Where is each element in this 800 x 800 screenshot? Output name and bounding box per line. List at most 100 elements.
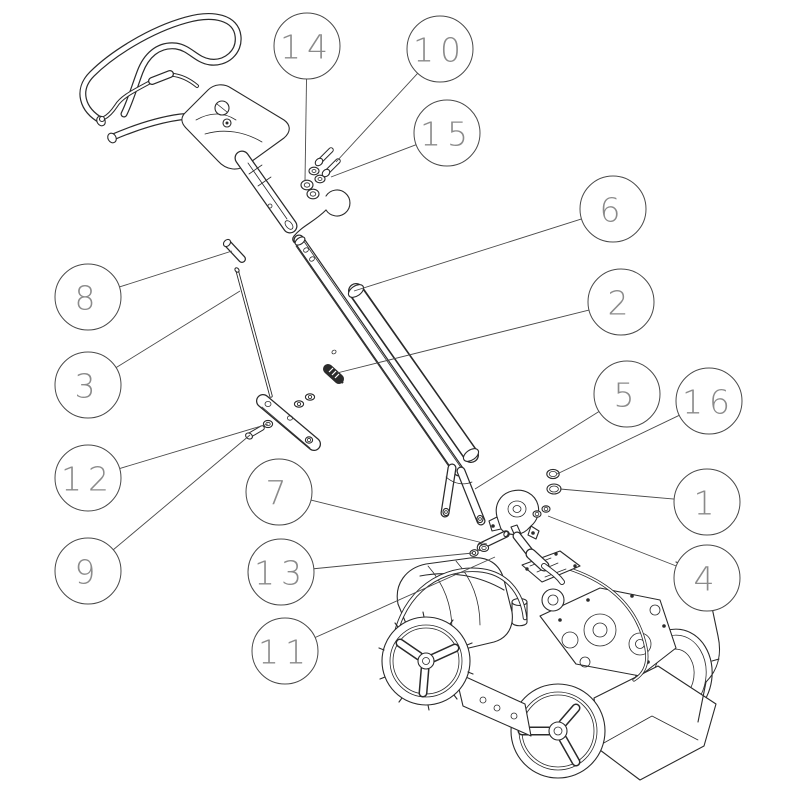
spring-coil-1: [328, 367, 334, 373]
left-wheel-spokes-inner: [397, 640, 458, 696]
o-ring-lower: [546, 483, 562, 495]
rear-wheel-hub: [548, 721, 568, 741]
flat-washer-2-hole: [309, 191, 317, 197]
console-down-tube-inner: [242, 158, 290, 226]
handle-tubes: [294, 235, 483, 522]
balloon-number-5: 5: [614, 376, 641, 415]
leader-line-5: [474, 411, 600, 490]
balloon-number-15: 15: [420, 115, 474, 154]
callout-13: 13: [247, 538, 474, 606]
leader-line-11: [314, 556, 496, 638]
screw-1-head: [314, 157, 324, 167]
leader-line-3: [115, 290, 241, 369]
engine-plate: [539, 587, 677, 677]
drum-seam-1: [427, 565, 453, 631]
upper-handle-tube-inner: [356, 291, 471, 455]
spacer-washer-2-hole: [543, 506, 549, 512]
pivot-housing-bore: [507, 500, 527, 518]
channel-bar-seam-1: [295, 245, 455, 475]
down-tube-seam: [247, 162, 288, 220]
skirt-bolt-3: [510, 712, 518, 720]
callout-6: 6: [353, 175, 647, 292]
channel-hole-2: [309, 256, 315, 262]
fork-hole-left-inner: [444, 510, 448, 514]
bracket-hole-1: [264, 400, 272, 407]
left-wheel-tread-lugs: [378, 611, 474, 711]
balloon-number-12: 12: [61, 460, 115, 499]
balloon-number-4: 4: [694, 560, 721, 599]
hex-nut-1-hole: [311, 169, 317, 173]
leader-line-10: [335, 72, 418, 163]
balloon-14: [273, 12, 341, 80]
engine-pulley-outer: [583, 613, 617, 647]
spring-coil-3: [334, 373, 340, 379]
mower-body: [378, 550, 721, 781]
callout-5: 5: [474, 360, 661, 490]
fork-hole-right-inner: [478, 517, 482, 521]
pivot-flange-bolt-1: [491, 524, 495, 528]
balloon-number-6: 6: [600, 191, 627, 230]
upper-fastener-cluster: [292, 150, 351, 244]
engine-bolt-4: [662, 624, 666, 628]
hex-nut-2: [314, 174, 326, 184]
callout-8: 8: [54, 250, 233, 331]
upper-tube-seam-2: [361, 287, 477, 451]
balloon-11: [251, 617, 319, 685]
balloon-9: [54, 537, 122, 605]
tube-band-2: [257, 176, 272, 187]
spring-coil-2: [331, 370, 337, 376]
skirt-bolt-2: [493, 704, 501, 712]
balloon-number-1: 1: [694, 484, 721, 523]
channel-bar-top-cap: [294, 236, 306, 246]
balloon-8: [54, 263, 122, 331]
o-ring-lower-hole: [549, 485, 559, 493]
balloon-15: [413, 99, 481, 167]
tube-band-1: [248, 164, 263, 175]
leader-line-6: [353, 218, 582, 292]
console-seam-2: [204, 130, 263, 143]
balloon-number-10: 10: [413, 31, 467, 70]
flat-washer-1-hole: [303, 182, 311, 188]
leader-line-14: [304, 78, 307, 182]
bracket-nut-2: [304, 393, 316, 401]
rear-wheel-hub-bolt: [553, 726, 563, 736]
engine-gear-outer: [628, 632, 652, 656]
left-wheel-hub-bolt: [422, 657, 430, 665]
balloon-3: [54, 351, 122, 419]
callout-12: 12: [54, 423, 269, 512]
platform-bolt-3: [573, 564, 577, 568]
channel-bar-inner: [299, 240, 459, 471]
bracket-washer-hole: [265, 421, 271, 427]
balloon-13: [247, 538, 315, 606]
fork-web: [445, 476, 473, 485]
leader-line-4: [547, 515, 677, 567]
callout-9: 9: [54, 434, 251, 605]
leader-line-15: [330, 144, 417, 178]
platform-bolt-1: [525, 567, 529, 571]
clevis-pin-tip: [503, 530, 509, 538]
flat-washer-2: [306, 188, 320, 200]
screw-slot: [216, 103, 228, 113]
leader-line-8: [119, 250, 233, 288]
link-rod-top-cap: [234, 267, 240, 273]
channel-hole-1: [303, 247, 309, 253]
flat-washer-1: [300, 179, 314, 191]
handle-end-cap-2: [107, 132, 117, 144]
callout-16: 16: [556, 367, 743, 475]
left-wheel-hub: [417, 652, 435, 670]
cable-connector-inner: [152, 74, 170, 81]
console-bolt-center: [225, 121, 229, 125]
balloon-2: [587, 268, 655, 336]
engine-bolt-3: [630, 594, 634, 598]
balloon-number-7: 7: [266, 474, 293, 513]
callout-14: 14: [273, 12, 341, 182]
callout-3: 3: [54, 290, 241, 419]
pin-cap: [222, 238, 232, 248]
hex-nut-2-hole: [317, 177, 323, 181]
pivot-flange-bolt-2: [531, 531, 535, 535]
balloon-number-14: 14: [280, 28, 334, 67]
o-ring-upper: [546, 468, 560, 480]
